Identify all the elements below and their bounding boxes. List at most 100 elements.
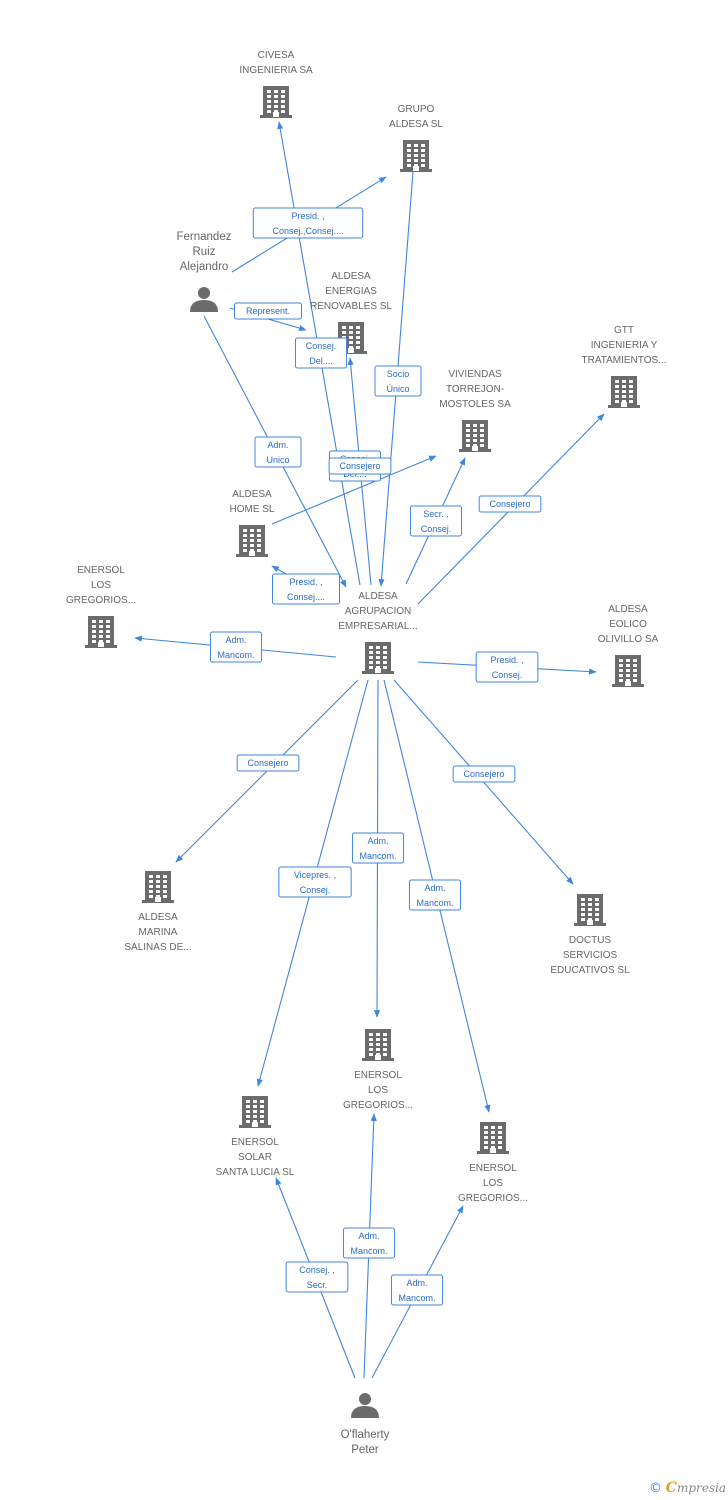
edge-label-oflaherty-to-enersol_gregorios_3[interactable]: Adm.Mancom. bbox=[390, 1274, 444, 1306]
edge-label-text: Consej. bbox=[421, 524, 452, 534]
edge-label-text: Presid. , bbox=[490, 655, 523, 665]
node-enersol-gregorios-3[interactable]: ENERSOLLOSGREGORIOS... bbox=[458, 1122, 528, 1204]
node-doctus[interactable]: DOCTUS SERVICIOS EDUCATIVOS SL bbox=[550, 894, 630, 976]
edge-label-text: Adm. bbox=[267, 440, 288, 450]
node-label: ALDESA bbox=[608, 604, 648, 615]
edge-label-oflaherty-to-enersol_gregorios_2[interactable]: Adm.Mancom. bbox=[342, 1227, 396, 1259]
edge-label-text: Mancom. bbox=[217, 650, 254, 660]
edge-label-aldesa_agrupacion-to-gtt[interactable]: Consejero bbox=[478, 495, 542, 513]
edge-label-box bbox=[254, 436, 302, 468]
node-aldesa-home[interactable]: ALDESA HOME SL bbox=[229, 489, 275, 557]
edge-label-text: Consejero bbox=[339, 461, 380, 471]
node-civesa[interactable]: CIVESA INGENIERIA SA bbox=[239, 50, 313, 118]
empresia-brand[interactable]: © Cmpresia bbox=[649, 1480, 726, 1496]
node-label: ENERSOL bbox=[77, 565, 125, 576]
node-label: RENOVABLES SL bbox=[310, 301, 393, 312]
node-enersol-gregorios-2[interactable]: ENERSOL LOS GREGORIOS... bbox=[343, 1029, 413, 1111]
node-label: LOS bbox=[368, 1085, 388, 1096]
edge-label-text: Presid. , bbox=[291, 211, 324, 221]
edge-label-text: Consejero bbox=[489, 499, 530, 509]
node-label: GRUPO bbox=[398, 104, 435, 115]
edge-label-text: Secr. , bbox=[423, 509, 449, 519]
node-label: INGENIERIA SA bbox=[239, 65, 313, 76]
node-enersol-gregorios-1[interactable]: ENERSOLLOSGREGORIOS... bbox=[66, 565, 136, 648]
node-label: SERVICIOS bbox=[563, 950, 618, 961]
edge-label-box bbox=[342, 1227, 396, 1259]
node-label: Peter bbox=[351, 1444, 379, 1456]
person-icon bbox=[351, 1393, 379, 1418]
edge-label-aldesa_agrupacion-to-aldesa_marina[interactable]: Consejero bbox=[236, 754, 300, 772]
edge-label-text: Mancom. bbox=[398, 1293, 435, 1303]
edge-label-aldesa_agrupacion-to-doctus[interactable]: Consejero bbox=[452, 765, 516, 783]
edge-label-text: Adm. bbox=[424, 883, 445, 893]
node-label: CIVESA bbox=[258, 50, 295, 61]
edge-label-aldesa_agrupacion-to-enersol_gregorios_2[interactable]: Adm.Mancom. bbox=[351, 832, 405, 864]
edge-label-oflaherty-to-enersol_solar[interactable]: Consej. ,Secr. bbox=[285, 1261, 349, 1293]
node-label: O'flaherty bbox=[341, 1429, 390, 1441]
node-label: ENERSOL bbox=[469, 1163, 517, 1174]
edge-label-fernandez-to-aldesa_energias[interactable]: Represent. bbox=[234, 302, 302, 320]
edge-label-aldesa_agrupacion-to-viviendas[interactable]: Secr. , Consej. bbox=[409, 505, 463, 537]
node-grupo-aldesa[interactable]: GRUPO ALDESA SL bbox=[389, 104, 443, 172]
edge-label-text: Único bbox=[386, 384, 409, 394]
edge-label-text: Adm. bbox=[225, 635, 246, 645]
edge-label-text: Unico bbox=[266, 455, 289, 465]
node-label: DOCTUS bbox=[569, 935, 612, 946]
edge-label-box bbox=[209, 631, 263, 663]
edge-label-box bbox=[408, 879, 462, 911]
edge-label-box bbox=[234, 302, 302, 320]
building-icon bbox=[236, 525, 268, 557]
node-label: EDUCATIVOS SL bbox=[550, 965, 630, 976]
edge-label-box bbox=[252, 207, 364, 239]
edge-label-aldesa_agrupacion-to-aldesa_home[interactable]: Presid. ,Consej.... bbox=[272, 573, 340, 605]
node-label: SANTA LUCIA SL bbox=[216, 1167, 295, 1178]
edge-label-fernandez-to-grupo_aldesa[interactable]: Presid. , Consej.,Consej.... bbox=[252, 207, 364, 239]
edge-label-aldesa_agrupacion-to-enersol_gregorios_3[interactable]: Adm.Mancom. bbox=[408, 879, 462, 911]
node-label: SALINAS DE... bbox=[124, 942, 191, 953]
edge-label-text: Adm. bbox=[367, 836, 388, 846]
node-label: GREGORIOS... bbox=[343, 1100, 413, 1111]
edge-label-aldesa_agrupacion-to-aldesa_eolico[interactable]: Presid. ,Consej. bbox=[475, 651, 539, 683]
edge-label-text: Consej.,Consej.... bbox=[272, 226, 343, 236]
node-aldesa-agrupacion[interactable]: ALDESAAGRUPACIONEMPRESARIAL... bbox=[338, 591, 418, 674]
node-label: GTT bbox=[614, 325, 634, 336]
node-label: ALDESA SL bbox=[389, 119, 443, 130]
brand-name: mpresia bbox=[676, 1481, 726, 1495]
copyright-symbol: © bbox=[648, 1481, 662, 1496]
node-label: ALDESA bbox=[232, 489, 272, 500]
node-label: OLIVILLO SA bbox=[598, 634, 659, 645]
node-label: HOME SL bbox=[229, 504, 274, 515]
edge-label-aldesa_home-to-viviendas[interactable]: Consejero bbox=[328, 457, 392, 475]
building-icon bbox=[608, 376, 640, 408]
node-label: EMPRESARIAL... bbox=[338, 621, 417, 632]
edge-label-fernandez-to-aldesa_agrupacion[interactable]: Adm. Unico bbox=[254, 436, 302, 468]
edge-label-box bbox=[285, 1261, 349, 1293]
edge-label-text: Adm. bbox=[358, 1231, 379, 1241]
edge-label-text: Represent. bbox=[246, 306, 290, 316]
edge-label-aldesa_agrupacion-to-civesa[interactable]: Consej.Del.... bbox=[294, 337, 348, 369]
node-label: TRATAMIENTOS... bbox=[581, 355, 666, 366]
edge-label-text: Presid. , bbox=[289, 577, 322, 587]
brand-initial: C bbox=[665, 1480, 677, 1496]
edge-label-text: Vicepres. , bbox=[294, 870, 336, 880]
edge-label-box bbox=[351, 832, 405, 864]
node-label: ENERSOL bbox=[354, 1070, 402, 1081]
edge-label-aldesa_agrupacion-to-enersol_solar[interactable]: Vicepres. ,Consej. bbox=[278, 866, 352, 898]
nodes-layer: CIVESA INGENIERIA SA GRUPO ALDESA SL Fernand… bbox=[66, 50, 667, 1456]
edge-label-box bbox=[294, 337, 348, 369]
node-label: ENERSOL bbox=[231, 1137, 279, 1148]
node-label: ALDESA bbox=[358, 591, 398, 602]
building-icon bbox=[400, 140, 432, 172]
edge-label-text: Del.... bbox=[309, 356, 333, 366]
edge-label-aldesa_agrupacion-to-enersol_gregorios_1[interactable]: Adm. Mancom. bbox=[209, 631, 263, 663]
building-icon bbox=[362, 1029, 394, 1061]
